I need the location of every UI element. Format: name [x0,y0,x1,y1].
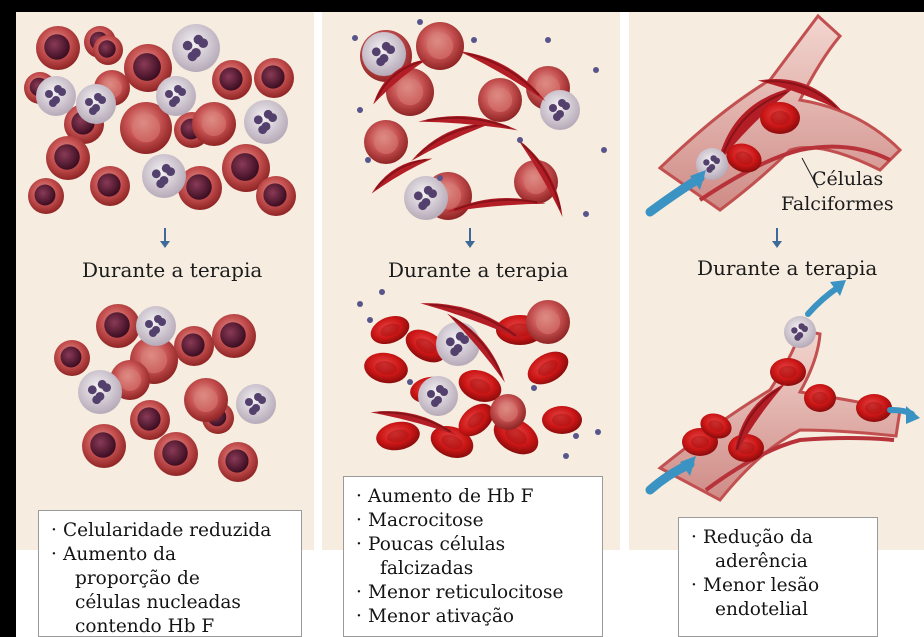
nucleated-red-cell [28,178,64,214]
nucleated-red-cell [254,58,294,98]
summary-item: Celularidade reduzida [51,519,293,543]
summary-item: células nucleadas [51,591,293,615]
platelet [583,211,589,217]
nucleated-red-cell [93,35,123,65]
white-blood-cell [36,76,76,116]
platelet [517,137,523,143]
platelet [545,37,551,43]
platelet [367,317,373,323]
platelet [595,429,601,435]
white-blood-cell [78,370,122,414]
summary-item: Menor lesão [691,574,869,598]
flow-arrow-icon [650,178,700,212]
flow-arrow-icon [808,286,840,314]
red-blood-cell [362,349,411,386]
white-blood-cell [136,306,176,346]
summary-item: proporção de [51,567,293,591]
caption-during-therapy: Durante a terapia [697,256,877,280]
platelet [563,453,569,459]
down-arrow-icon [776,228,778,242]
platelet [531,385,537,391]
red-blood-cell [770,358,806,386]
platelet [601,147,607,153]
platelet [357,301,363,307]
summary-item: aderência [691,550,869,574]
platelet [407,379,413,385]
red-blood-cell [184,378,228,422]
summary-box-hbf: Aumento de Hb F Macrocitose Poucas célul… [343,476,603,637]
down-arrow-icon [164,228,166,242]
platelet [417,19,423,25]
summary-item: contendo Hb F [51,615,293,637]
sickle-cells-label: Células [812,168,883,190]
red-blood-cell [490,394,526,430]
platelet [471,37,477,43]
platelet [352,35,358,41]
summary-item: Redução da [691,526,869,550]
platelet [357,107,363,113]
white-blood-cell [142,154,186,198]
nucleated-red-cell [36,26,80,70]
sickle-cells-label: Falciformes [781,193,894,215]
red-blood-cell [526,300,570,344]
red-blood-cell [416,22,464,70]
nucleated-red-cell [212,314,256,358]
summary-item: Menor reticulocitose [356,581,594,605]
summary-item: Macrocitose [356,509,594,533]
red-blood-cell [364,120,408,164]
white-blood-cell [236,384,276,424]
red-blood-cell [522,345,574,391]
caption-during-therapy: Durante a terapia [388,258,568,282]
white-blood-cell [404,176,448,220]
white-blood-cell [244,100,288,144]
red-blood-cell [192,102,236,146]
summary-item: Aumento de Hb F [356,485,594,509]
platelet [379,289,385,295]
nucleated-red-cell [96,304,140,348]
white-blood-cell [418,376,458,416]
flow-arrow-icon [906,406,920,424]
nucleated-red-cell [218,442,258,482]
red-blood-cell [374,418,422,453]
summary-item: Aumento da [51,543,293,567]
white-blood-cell [784,316,816,348]
red-blood-cell [760,102,800,134]
red-blood-cell [478,78,522,122]
summary-box-cellularity: Celularidade reduzida Aumento da proporç… [38,510,302,637]
nucleated-red-cell [256,176,296,216]
white-blood-cell [172,24,220,72]
nucleated-red-cell [46,136,90,180]
platelet [573,433,579,439]
down-arrow-icon [469,228,471,242]
red-blood-cell [856,394,892,422]
nucleated-red-cell [130,400,170,440]
white-blood-cell [436,322,480,366]
platelet [365,157,371,163]
red-blood-cell [804,384,836,412]
nucleated-red-cell [174,326,214,366]
white-blood-cell [76,84,116,124]
summary-item: falcizadas [356,557,594,581]
summary-box-adherence: Redução da aderência Menor lesão endotel… [678,517,878,637]
platelet [593,67,599,73]
white-blood-cell [540,90,580,130]
summary-item: Poucas células [356,533,594,557]
red-blood-cell [542,406,582,434]
summary-item: endotelial [691,598,869,622]
nucleated-red-cell [82,424,126,468]
nucleated-red-cell [54,340,90,376]
nucleated-red-cell [212,60,252,100]
white-blood-cell [156,76,196,116]
platelet [437,175,443,181]
summary-item: Menor ativação [356,605,594,629]
nucleated-red-cell [154,432,198,476]
caption-during-therapy: Durante a terapia [82,258,262,282]
nucleated-red-cell [90,166,130,206]
red-blood-cell [728,434,764,462]
